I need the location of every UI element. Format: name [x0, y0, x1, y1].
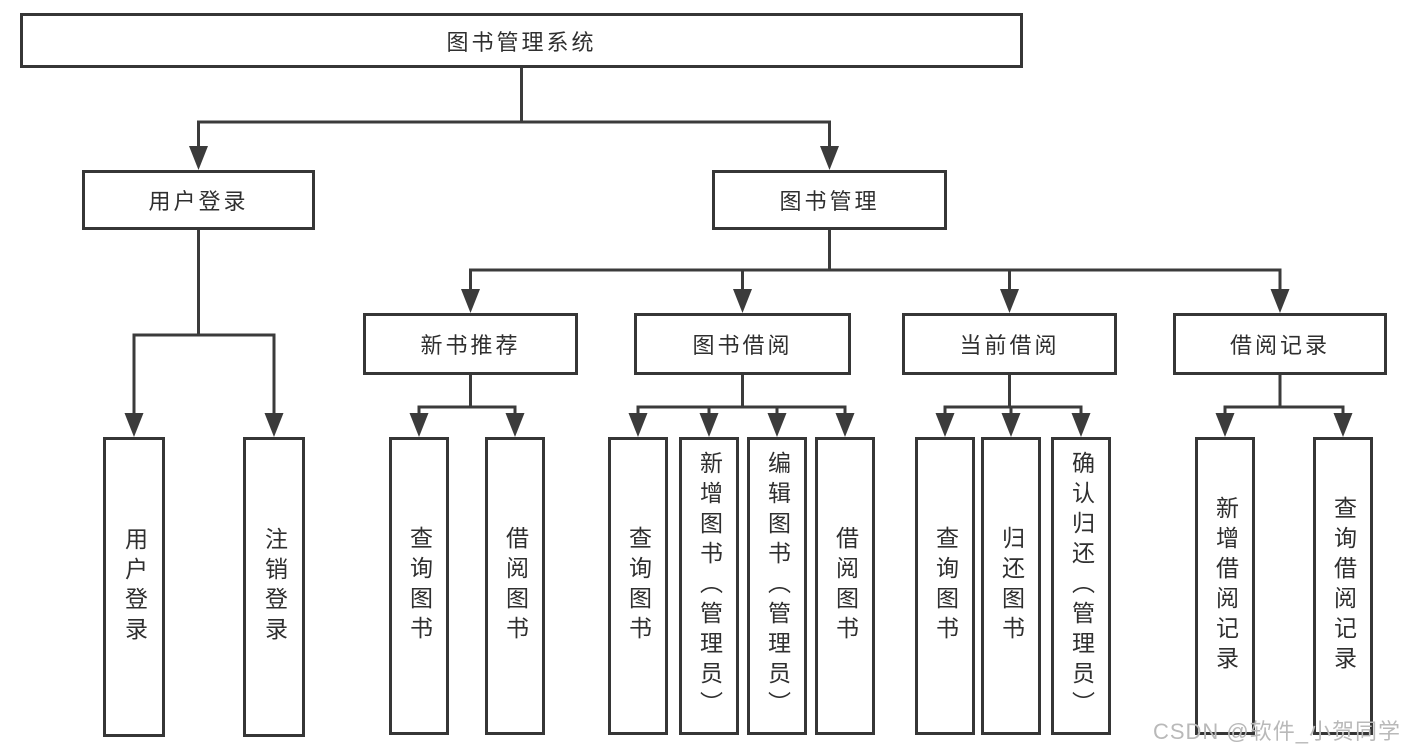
- leaf-nbr-query-books-label: 查询图书: [406, 526, 433, 646]
- leaf-bb-borrow-books: 借阅图书: [815, 437, 875, 735]
- node-book-mgmt-label: 图书管理: [779, 189, 880, 214]
- leaf-br-query-record: 查询借阅记录: [1313, 437, 1373, 735]
- node-book-borrow-label: 图书借阅: [692, 333, 793, 358]
- leaf-bb-query-books-label: 查询图书: [625, 526, 652, 646]
- node-current-borrow-label: 当前借阅: [959, 333, 1060, 358]
- node-new-book-rec-label: 新书推荐: [420, 333, 521, 358]
- leaf-nbr-borrow-books-label: 借阅图书: [502, 526, 529, 646]
- leaf-cb-query-books-label: 查询图书: [932, 526, 959, 646]
- watermark: CSDN @软件_小贺同学: [1152, 719, 1401, 744]
- node-current-borrow: 当前借阅: [902, 313, 1117, 375]
- leaf-br-add-record-label: 新增借阅记录: [1212, 496, 1239, 676]
- leaf-bb-query-books: 查询图书: [608, 437, 668, 735]
- node-new-book-rec: 新书推荐: [363, 313, 578, 375]
- node-book-borrow: 图书借阅: [634, 313, 851, 375]
- leaf-cb-return-books: 归还图书: [981, 437, 1041, 735]
- leaf-user-login-label: 用户登录: [121, 527, 148, 647]
- leaf-nbr-query-books: 查询图书: [389, 437, 449, 735]
- leaf-cb-query-books: 查询图书: [915, 437, 975, 735]
- leaf-logout-label: 注销登录: [261, 527, 288, 647]
- node-root-label: 图书管理系统: [446, 29, 597, 55]
- leaf-cb-return-books-label: 归还图书: [998, 526, 1025, 646]
- leaf-logout: 注销登录: [243, 437, 305, 737]
- node-user-login: 用户登录: [82, 170, 315, 230]
- leaf-bb-add-books-admin-label: 新增图书（管理员）: [696, 451, 723, 721]
- leaf-user-login: 用户登录: [103, 437, 165, 737]
- node-borrow-records: 借阅记录: [1173, 313, 1387, 375]
- node-root: 图书管理系统: [20, 13, 1023, 68]
- leaf-br-query-record-label: 查询借阅记录: [1330, 496, 1357, 676]
- node-borrow-records-label: 借阅记录: [1229, 333, 1330, 358]
- leaf-bb-edit-books-admin: 编辑图书（管理员）: [747, 437, 807, 735]
- leaf-br-add-record: 新增借阅记录: [1195, 437, 1255, 735]
- node-user-login-label: 用户登录: [148, 189, 249, 214]
- leaf-bb-edit-books-admin-label: 编辑图书（管理员）: [764, 451, 791, 721]
- leaf-bb-add-books-admin: 新增图书（管理员）: [679, 437, 739, 735]
- leaf-nbr-borrow-books: 借阅图书: [485, 437, 545, 735]
- node-book-mgmt: 图书管理: [712, 170, 947, 230]
- leaf-bb-borrow-books-label: 借阅图书: [832, 526, 859, 646]
- leaf-cb-confirm-return-admin-label: 确认归还（管理员）: [1068, 451, 1095, 721]
- leaf-cb-confirm-return-admin: 确认归还（管理员）: [1051, 437, 1111, 735]
